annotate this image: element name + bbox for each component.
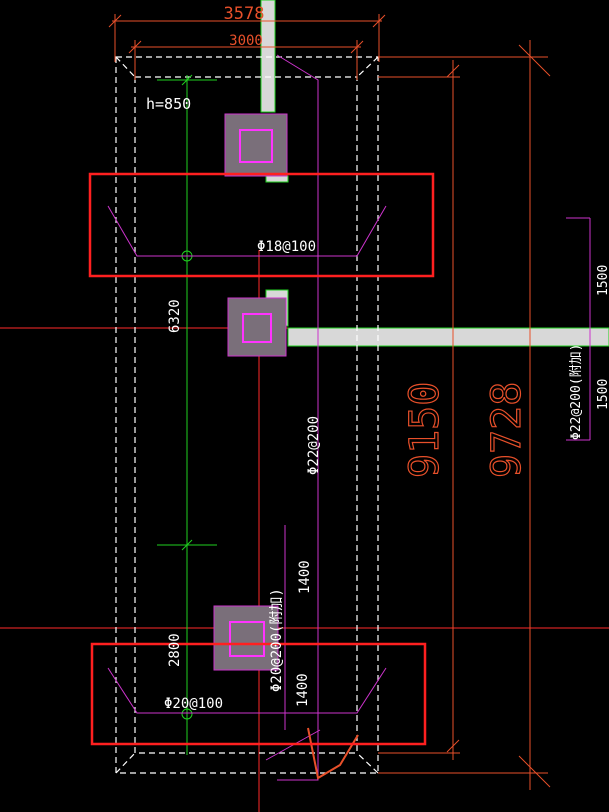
wall-horizontal-right [287, 327, 609, 347]
column-top [224, 113, 288, 177]
green-center-line [157, 74, 217, 755]
dim-top-outer: 3578 [224, 4, 265, 24]
dim-right-9728: 9728 [484, 382, 530, 478]
column-middle [227, 297, 287, 357]
dim-top-inner: 3000 [229, 33, 263, 49]
dimension-lines [108, 14, 551, 790]
foundation-outer [115, 56, 379, 774]
dim-left-6320: 6320 [167, 299, 183, 333]
wall-vertical-top [260, 0, 276, 113]
break-mark [307, 727, 359, 780]
highlight-box-lower [90, 642, 427, 746]
highlight-box-upper [88, 172, 435, 278]
rebar-vertical-main [276, 54, 319, 781]
dim-rebar-1400-upper: 1400 [297, 560, 313, 594]
rebar-label-vertical-lower: Φ20@200(附加) [269, 588, 285, 692]
highlight-boxes [88, 172, 435, 746]
rebar-label-vertical-main: Φ22@200 [306, 416, 322, 475]
foundation-inner [134, 76, 358, 754]
dim-rebar-1400-lower: 1400 [295, 673, 311, 707]
rebar-label-upper: Φ18@100 [257, 239, 316, 255]
columns [213, 113, 288, 671]
dim-right-9150: 9150 [402, 382, 448, 478]
rebar-anchor-lower [181, 708, 193, 720]
rebar-label-lower: Φ20@100 [164, 696, 223, 712]
rebar-upper [107, 205, 387, 257]
dim-right-1500-upper: 1500 [596, 265, 609, 296]
depth-label: h=850 [146, 95, 191, 113]
wall-stub-upper [265, 175, 289, 183]
rebar-label-right: Φ22@200(附加) [569, 344, 584, 440]
foundation-outline [115, 56, 379, 774]
dim-left-2800: 2800 [167, 633, 183, 667]
rebar-lower [107, 667, 387, 714]
dim-right-1500-lower: 1500 [596, 379, 609, 410]
column-bottom [213, 605, 279, 671]
